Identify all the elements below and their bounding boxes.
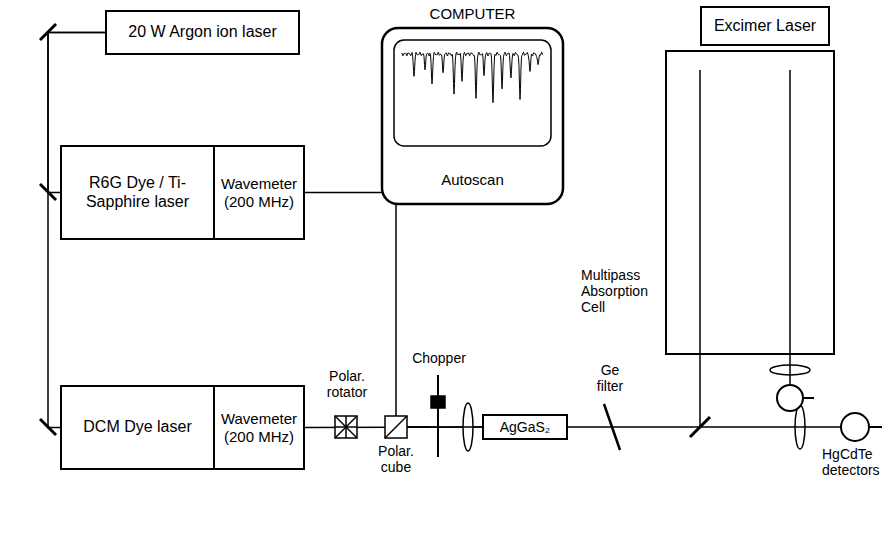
- beam: [407, 426, 430, 428]
- beam-path: [305, 193, 482, 428]
- laser-box: Excimer Laser: [700, 6, 830, 46]
- node-heading: COMPUTER: [380, 4, 565, 24]
- hgcdte-detector: [777, 385, 803, 411]
- wavemeter-box: Wavemeter (200 MHz): [213, 145, 305, 240]
- beam: [568, 426, 841, 428]
- cube-diagonal: [385, 416, 407, 438]
- beam: [789, 365, 791, 375]
- rotator-cross: [335, 416, 357, 438]
- monitor-screen: [394, 40, 551, 146]
- node-label: AgGaS₂: [500, 419, 551, 435]
- part-label: Polar. rotator: [316, 368, 378, 400]
- node-label: R6G Dye / Ti-Sapphire laser: [65, 174, 210, 211]
- crystal-box: AgGaS₂: [482, 414, 568, 440]
- part-label: Chopper: [404, 350, 474, 366]
- beam: [463, 426, 473, 428]
- detector-lead: [803, 397, 814, 399]
- beam: [795, 426, 805, 428]
- polarization-rotator: [335, 416, 357, 438]
- node-label: 20 W Argon ion laser: [128, 23, 277, 41]
- beam: [789, 70, 791, 384]
- absorption-cell: Multipass Absorption Cell: [665, 50, 835, 355]
- laser-box: R6G Dye / Ti-Sapphire laser: [60, 145, 215, 240]
- rotator-cross: [335, 416, 357, 438]
- hgcdte-detector: [841, 413, 869, 441]
- node-label: Wavemeter (200 MHz): [218, 410, 300, 445]
- wavemeter-box: Wavemeter (200 MHz): [213, 385, 305, 470]
- spectrum-trace: [402, 52, 543, 103]
- node-label: DCM Dye laser: [83, 418, 191, 436]
- beam-splitter: [690, 417, 710, 437]
- laser-box: 20 W Argon ion laser: [105, 10, 300, 55]
- node-label: Wavemeter (200 MHz): [218, 175, 300, 210]
- beam-splitter: [40, 184, 56, 200]
- part-label: HgCdTe detectors: [822, 446, 890, 478]
- computer-monitor: COMPUTER Autoscan: [380, 4, 565, 206]
- chopper-hub: [431, 396, 445, 408]
- chopper-blade: [437, 375, 439, 457]
- laser-box: DCM Dye laser: [60, 385, 215, 470]
- detector-lead: [869, 426, 882, 428]
- part-label: Ge filter: [586, 362, 634, 394]
- rotator-cross: [335, 426, 357, 428]
- lens: [770, 365, 810, 375]
- beam: [699, 70, 701, 427]
- node-label: Excimer Laser: [714, 17, 816, 35]
- lens: [795, 405, 805, 449]
- part-label: Polar. cube: [366, 443, 426, 475]
- node-label: Multipass Absorption Cell: [581, 267, 661, 315]
- mirror: [40, 24, 56, 40]
- lens: [463, 403, 473, 451]
- polarization-cube: [385, 416, 407, 438]
- node-label: Autoscan: [380, 170, 565, 190]
- mirror: [40, 419, 56, 435]
- ge-filter: [604, 404, 620, 450]
